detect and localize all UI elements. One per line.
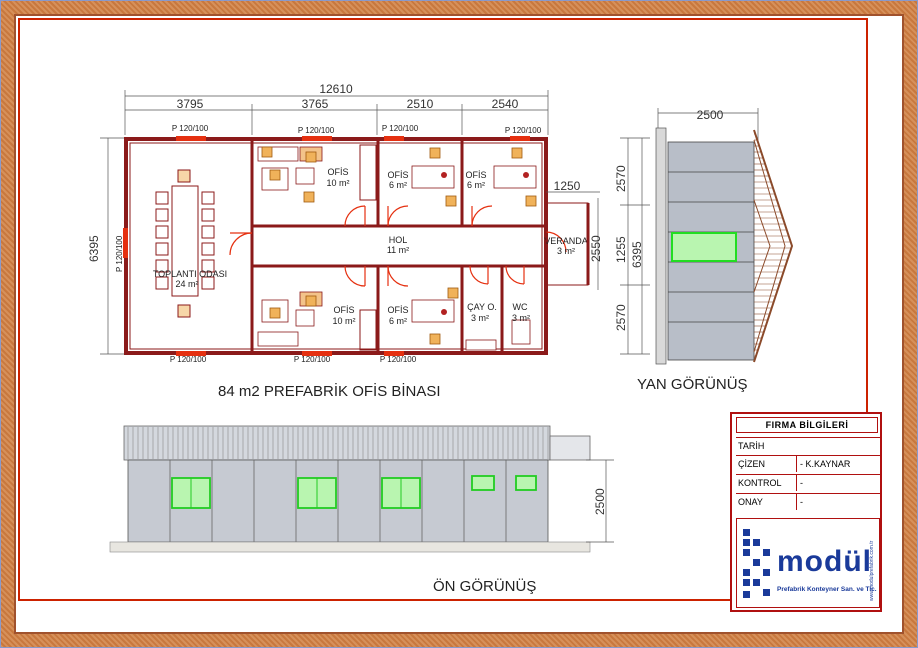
logo-text: modül (777, 545, 872, 578)
panel-top3: P 120/100 (382, 124, 419, 133)
row-value: - (796, 475, 878, 491)
room-office-a-name: OFİS (327, 167, 348, 177)
logo-mark-icon (743, 529, 770, 598)
room-veranda-area: 3 m² (557, 246, 575, 256)
dim-side-d2: 1255 (614, 236, 628, 263)
panel-top2: P 120/100 (298, 126, 335, 135)
room-hall-name: HOL (389, 235, 408, 245)
dim-side-d1: 2570 (614, 165, 628, 192)
dim-front-height: 2500 (593, 488, 607, 515)
room-office-d-name: OFİS (333, 305, 354, 315)
chair (201, 225, 215, 239)
room-office-c-area: 6 m² (467, 180, 485, 190)
dim-total: 12610 (319, 82, 353, 96)
logo-url: www.modulprefabrik.com.tr (869, 540, 875, 601)
side-view-caption: YAN GÖRÜNÜŞ (637, 376, 748, 393)
panel-bottom1: P 120/100 (170, 355, 207, 364)
dim-veranda: 1250 (554, 179, 581, 193)
panel-bottom3: P 120/100 (380, 355, 417, 364)
row-kontrol: KONTROL - (736, 474, 880, 492)
row-label: ÇİZEN (738, 459, 765, 469)
left-dimension (100, 137, 125, 355)
dim-side-total: 6395 (630, 241, 644, 268)
chair (155, 259, 169, 273)
veranda-dimensions (546, 191, 600, 290)
room-office-b-area: 6 m² (389, 180, 407, 190)
chair (155, 276, 169, 290)
row-label: ONAY (738, 497, 763, 507)
panel-top1: P 120/100 (172, 124, 209, 133)
dim-side-mid: 2550 (589, 235, 603, 262)
door-swings (229, 205, 567, 287)
office-furniture (257, 146, 537, 351)
dim-side-d3: 2570 (614, 304, 628, 331)
top-dimensions (124, 90, 549, 135)
row-tarih: TARİH (736, 437, 880, 455)
dim-side-width: 2500 (697, 108, 724, 122)
chair (155, 208, 169, 222)
row-value: - K.KAYNAR (796, 456, 878, 472)
room-hall-area: 11 m² (387, 245, 409, 255)
room-tea-name: ÇAY O. (467, 302, 497, 312)
firm-info-title: FIRMA BİLGİLERİ (736, 417, 878, 433)
phone-icons (441, 172, 529, 315)
logo-subtitle: Prefabrik Konteyner San. ve Tic. (777, 586, 877, 593)
row-value: - (796, 494, 878, 510)
panel-top4: P 120/100 (505, 126, 542, 135)
logo-graphic: modül Prefabrik Konteyner San. ve Tic. w… (743, 529, 877, 601)
room-office-a-area: 10 m² (326, 178, 349, 188)
chair (201, 276, 215, 290)
dim-left: 6395 (87, 235, 101, 262)
chair (201, 191, 215, 205)
front-view (109, 425, 614, 553)
side-view (620, 108, 794, 365)
room-office-b-name: OFİS (387, 170, 408, 180)
chair (201, 208, 215, 222)
chair (201, 259, 215, 273)
dim-seg4: 2540 (492, 97, 519, 111)
room-veranda-name: VERANDA (544, 236, 588, 246)
drawing-border (18, 18, 868, 601)
company-logo: modül Prefabrik Konteyner San. ve Tic. w… (736, 518, 880, 608)
panel-bottom2: P 120/100 (294, 355, 331, 364)
panel-markers (123, 136, 530, 356)
chair (201, 242, 215, 256)
front-view-caption: ÖN GÖRÜNÜŞ (433, 578, 537, 595)
dim-seg2: 3765 (302, 97, 329, 111)
meeting-table (171, 169, 199, 318)
room-wc-name: WC (513, 302, 528, 312)
chair (155, 225, 169, 239)
row-cizen: ÇİZEN - K.KAYNAR (736, 455, 880, 473)
chair (155, 242, 169, 256)
meeting-chairs (155, 191, 215, 290)
room-office-e-name: OFİS (387, 305, 408, 315)
chair (155, 191, 169, 205)
room-office-e-area: 6 m² (389, 316, 407, 326)
room-office-d-area: 10 m² (332, 316, 355, 326)
office-chairs (261, 146, 537, 345)
room-office-c-name: OFİS (465, 170, 486, 180)
row-label: TARİH (738, 441, 765, 451)
room-meeting-area: 24 m² (175, 279, 198, 289)
row-onay: ONAY - (736, 493, 880, 511)
room-meeting-name: TOPLANTI ODASI (153, 269, 227, 279)
dim-seg3: 2510 (407, 97, 434, 111)
row-label: KONTROL (738, 478, 782, 488)
dim-seg1: 3795 (177, 97, 204, 111)
veranda (545, 202, 590, 286)
room-wc-area: 3 m² (512, 313, 530, 323)
room-tea-area: 3 m² (471, 313, 489, 323)
plan-caption: 84 m2 PREFABRİK OFİS BİNASI (218, 383, 441, 400)
panel-left: P 120/100 (115, 235, 124, 272)
firm-info-panel: FIRMA BİLGİLERİ TARİH ÇİZEN - K.KAYNAR K… (730, 412, 882, 612)
